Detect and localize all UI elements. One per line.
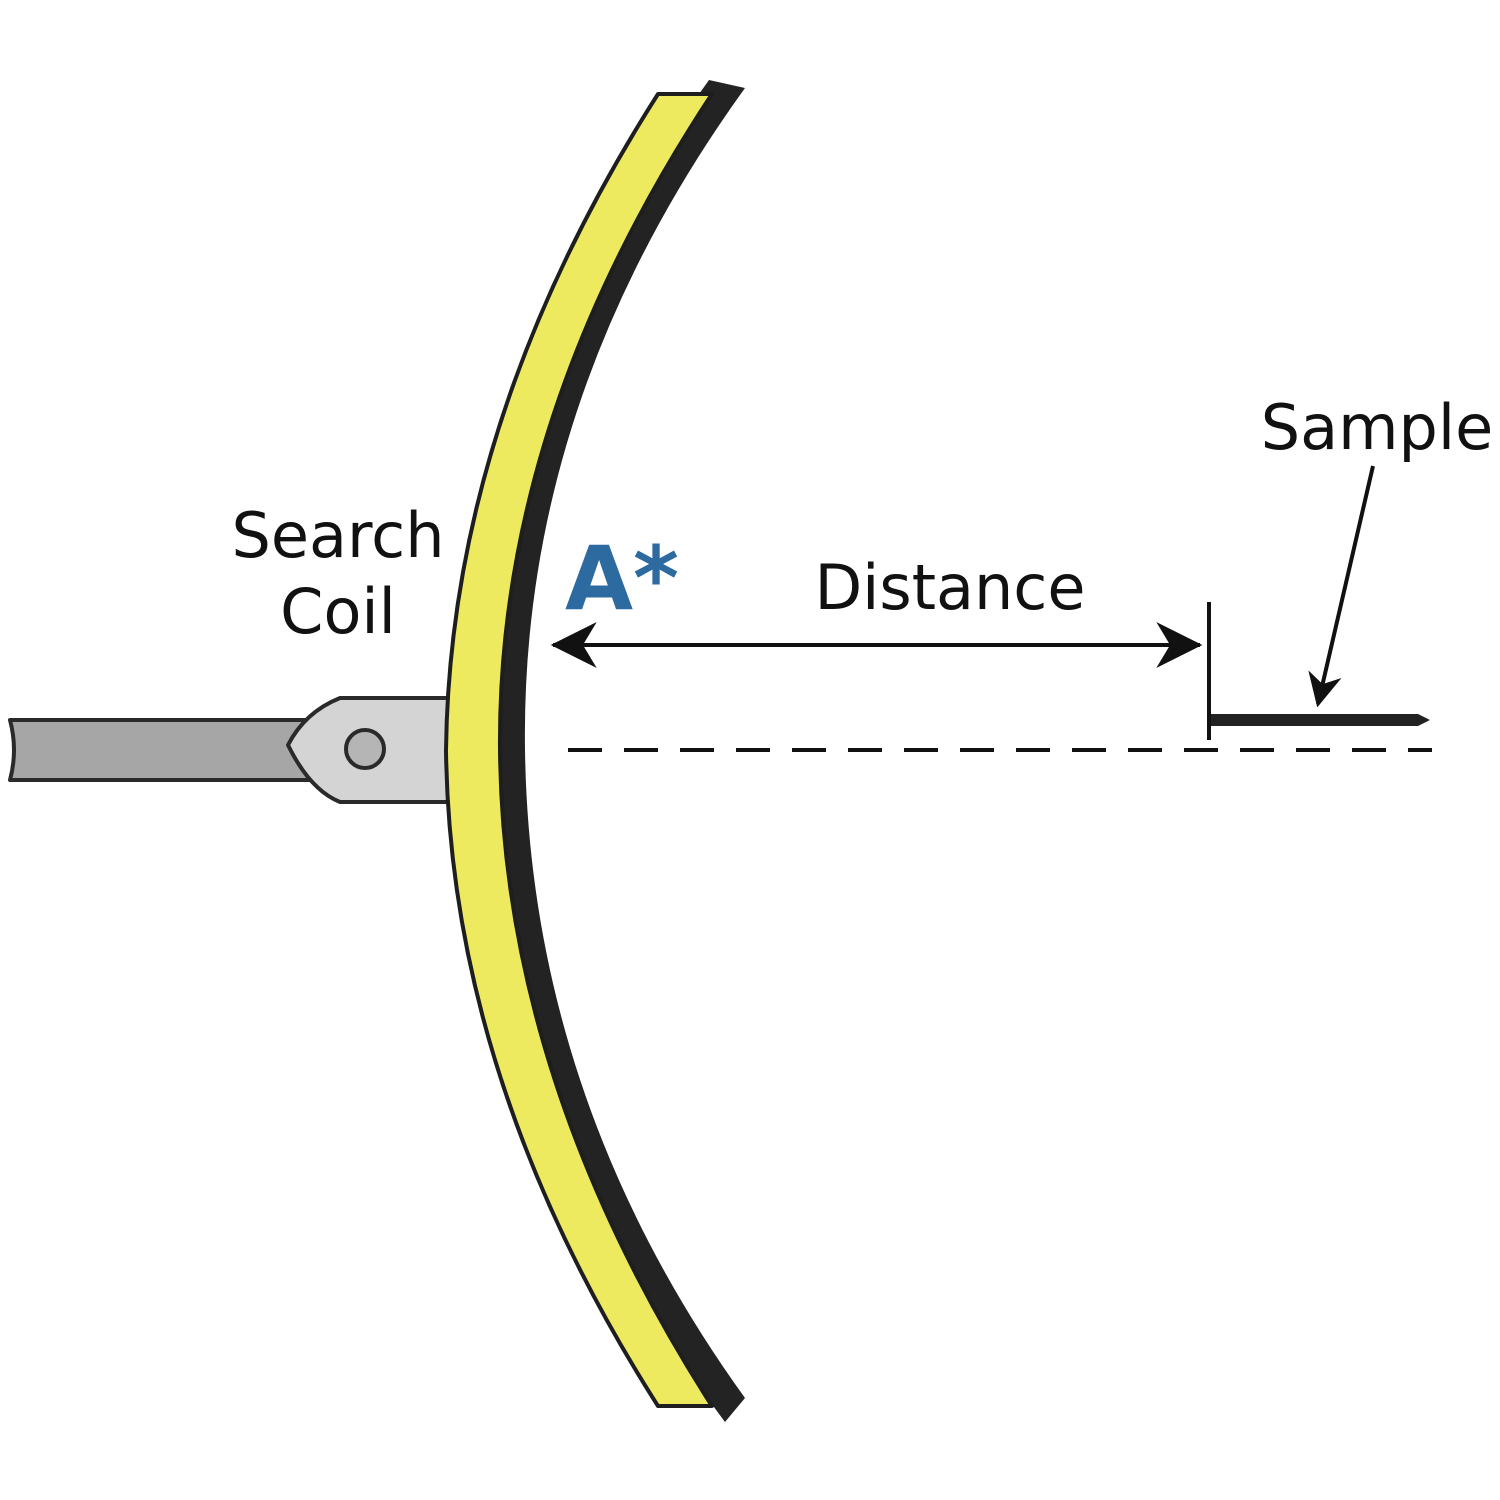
pivot-icon (344, 728, 386, 770)
search-coil-label-line1: Search (231, 499, 444, 572)
coil-mount-bracket (286, 696, 457, 804)
handle-icon (8, 718, 312, 782)
sample-pointer-arrow (1308, 465, 1375, 708)
search-coil-label-line2: Coil (280, 575, 396, 648)
distance-label: Distance (814, 551, 1085, 624)
sample-label: Sample (1261, 391, 1493, 464)
search-coil (444, 80, 745, 1422)
marker-label: A* (565, 527, 679, 630)
sample-bar (1211, 714, 1430, 726)
